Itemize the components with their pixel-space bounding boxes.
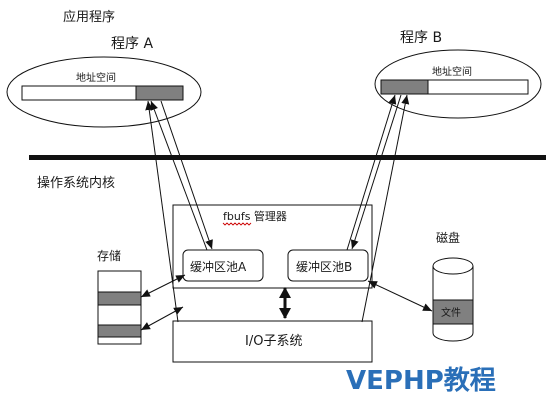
address-space-b-buffer (380, 79, 429, 95)
address-space-b-label: 地址空间 (432, 65, 472, 78)
buffer-pool-a-label: 缓冲区池A (190, 259, 247, 274)
program-b-label: 程序 B (400, 30, 442, 46)
disk-label: 磁盘 (436, 230, 460, 245)
applications-label: 应用程序 (63, 9, 115, 25)
kernel-boundary-line (29, 155, 546, 160)
spellcheck-underline (222, 222, 252, 226)
arrow-pool-a-to-program-a (150, 100, 208, 251)
buffer-pool-a-box (182, 249, 264, 282)
address-space-a-buffer (135, 85, 184, 101)
arrow-program-a-to-pool-a (160, 100, 213, 250)
buffer-pool-b-box (287, 249, 369, 282)
address-space-a-label: 地址空间 (76, 71, 116, 84)
program-b-oval (374, 49, 542, 119)
watermark: VEPHP教程 (346, 366, 496, 396)
arrow-io-to-storage (140, 306, 184, 331)
program-a-label: 程序 A (111, 36, 153, 52)
storage-block-lower (97, 324, 142, 338)
buffer-pool-b-label: 缓冲区池B (296, 259, 352, 274)
io-subsystem-box (172, 320, 373, 363)
kernel-label: 操作系统内核 (37, 175, 115, 191)
arrow-pool-b-disk (367, 280, 433, 312)
disk-cylinder-top (432, 257, 474, 275)
program-a-oval (6, 56, 202, 128)
fbufs-manager-label: fbufs 管理器 (223, 209, 287, 223)
fbufs-name: fbufs (223, 210, 251, 223)
arrow-pool-a-storage (140, 274, 186, 298)
storage-block-upper (97, 291, 142, 306)
arrow-pool-b-to-program-b (346, 94, 397, 251)
disk-file-block (432, 299, 474, 325)
io-subsystem-label: I/O子系统 (245, 334, 302, 349)
fbufs-manager-word: 管理器 (250, 209, 287, 223)
disk-file-label: 文件 (441, 306, 461, 319)
storage-label: 存储 (97, 248, 121, 263)
arrow-program-b-to-pool-b (350, 94, 402, 250)
